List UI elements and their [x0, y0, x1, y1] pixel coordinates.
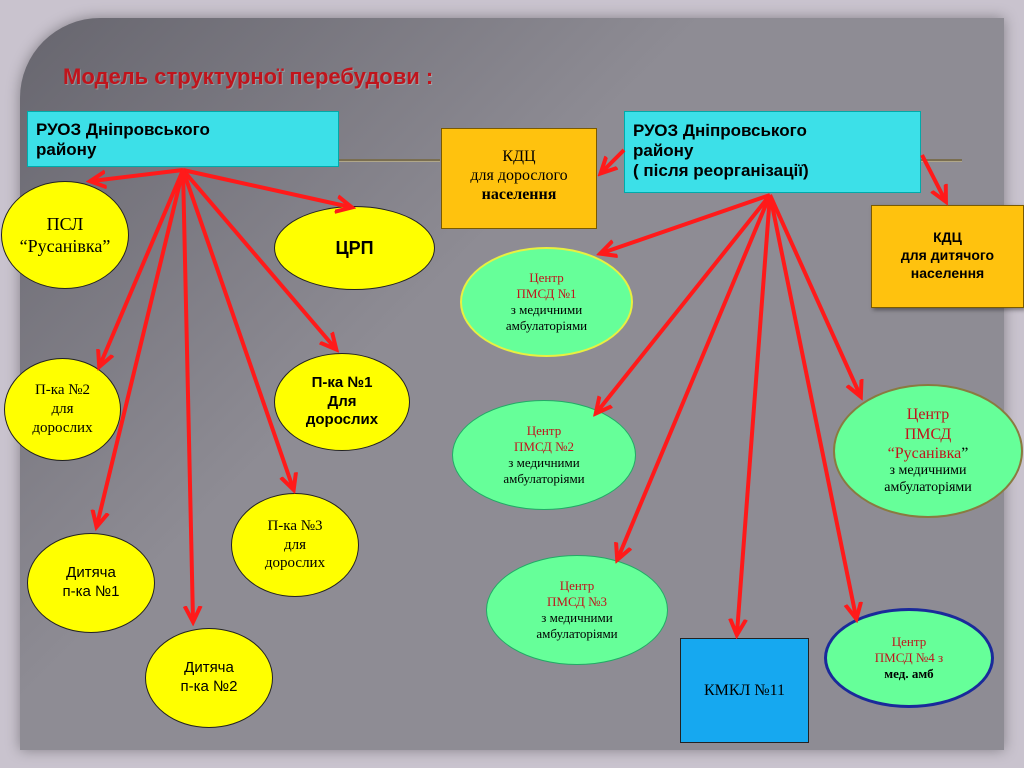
psl-rusanivka-node: ПСЛ “Русанівка”	[1, 181, 129, 289]
ruoz-right-line2: району	[633, 141, 694, 160]
child-clinic1-node: Дитяча п-ка №1	[27, 533, 155, 633]
pmsd-rus-line3a: “Русанівка	[887, 444, 962, 462]
child1-line2: п-ка №1	[62, 583, 120, 600]
page-title: Модель структурної перебудови :	[63, 64, 434, 89]
kmkl11-box: КМКЛ №11	[680, 638, 809, 743]
pka1-line2: Для	[327, 392, 357, 410]
pmsd3-node: Центр ПМСД №3 з медичними амбулаторіями	[486, 555, 668, 665]
pka3-line3: дорослих	[264, 555, 326, 572]
pmsd4-node: Центр ПМСД №4 з мед. амб	[824, 608, 994, 708]
kdc-adult-line3: населення	[481, 186, 557, 203]
pmsd3-line1: Центр	[559, 577, 595, 593]
ruoz-left-box: РУОЗ Дніпровського району	[27, 111, 339, 167]
kdc-adult-line1: КДЦ	[502, 148, 536, 165]
kmkl-label: КМКЛ №11	[703, 681, 786, 699]
pmsd2-line3: з медичними	[508, 455, 580, 470]
pmsd3-line4: амбулаторіями	[536, 626, 618, 642]
ruoz-right-line3: ( після реорганізації)	[633, 161, 809, 180]
kdc-child-line3: населення	[910, 265, 985, 281]
kdc-child-line2: для дитячого	[900, 247, 995, 263]
pka2-line1: П-ка №2	[34, 382, 91, 399]
pka2-node: П-ка №2 для дорослих	[4, 358, 121, 461]
pmsd2-line1: Центр	[526, 422, 562, 438]
pka2-line3: дорослих	[32, 419, 93, 436]
pmsd-rus-line3: “Русанівка”	[888, 444, 969, 463]
pmsd-rus-line2: ПМСД	[904, 425, 952, 443]
pmsd1-line3: з медичними	[510, 302, 583, 317]
pmsd-rus-line4: з медичними	[889, 462, 967, 478]
pmsd2-line4: амбулаторіями	[503, 471, 585, 487]
pmsd1-line2: ПМСД №1	[516, 285, 577, 301]
child-clinic2-node: Дитяча п-ка №2	[145, 628, 273, 728]
pka1-line1: П-ка №1	[311, 373, 373, 391]
ruoz-right-line1: РУОЗ Дніпровського	[633, 121, 807, 140]
kdc-adult-line2: для дорослого	[470, 167, 568, 184]
ruoz-left-line1: РУОЗ Дніпровського	[36, 120, 210, 139]
pmsd2-line2: ПМСД №2	[514, 438, 574, 454]
pka2-line2: для	[51, 401, 74, 418]
pmsd3-line2: ПМСД №3	[547, 593, 607, 609]
pmsd-rus-line1: Центр	[906, 406, 950, 424]
pmsd4-line1: Центр	[891, 633, 927, 649]
pmsd1-node: Центр ПМСД №1 з медичними амбулаторіями	[460, 247, 633, 357]
crp-node: ЦРП	[274, 206, 435, 290]
ruoz-right-box: РУОЗ Дніпровського району ( після реорга…	[624, 111, 921, 193]
kdc-adult-box: КДЦ для дорослого населення	[441, 128, 597, 229]
pmsd4-line2: ПМСД №4 з	[874, 649, 944, 665]
child1-line1: Дитяча	[66, 564, 116, 582]
kdc-child-line1: КДЦ	[933, 229, 962, 245]
divider-left	[338, 159, 440, 162]
pka1-node: П-ка №1 Для дорослих	[274, 353, 410, 451]
psl-line2: “Русанівка”	[19, 236, 111, 256]
child2-line2: п-ка №2	[180, 678, 238, 695]
pmsd3-line3: з медичними	[541, 610, 613, 625]
pmsd2-node: Центр ПМСД №2 з медичними амбулаторіями	[452, 400, 636, 510]
pka3-line1: П-ка №3	[267, 517, 323, 534]
child2-line1: Дитяча	[184, 659, 234, 677]
pka1-line3: дорослих	[305, 411, 379, 429]
pmsd1-line4: амбулаторіями	[505, 318, 588, 334]
crp-label: ЦРП	[335, 237, 374, 258]
pka3-line2: для	[283, 536, 307, 553]
divider-right	[920, 159, 962, 162]
pka3-node: П-ка №3 для дорослих	[231, 493, 359, 597]
pmsd-rus-line5: амбулаторіями	[884, 479, 972, 495]
kdc-child-box: КДЦ для дитячого населення	[871, 205, 1024, 308]
pmsd-rus-line3b: ”	[961, 444, 969, 462]
pmsd-rusanivka-node: Центр ПМСД “Русанівка” з медичними амбул…	[833, 384, 1023, 518]
pmsd1-line1: Центр	[529, 269, 564, 285]
ruoz-left-line2: району	[36, 140, 97, 159]
psl-line1: ПСЛ	[46, 213, 84, 234]
pmsd4-line3: мед. амб	[884, 666, 934, 682]
